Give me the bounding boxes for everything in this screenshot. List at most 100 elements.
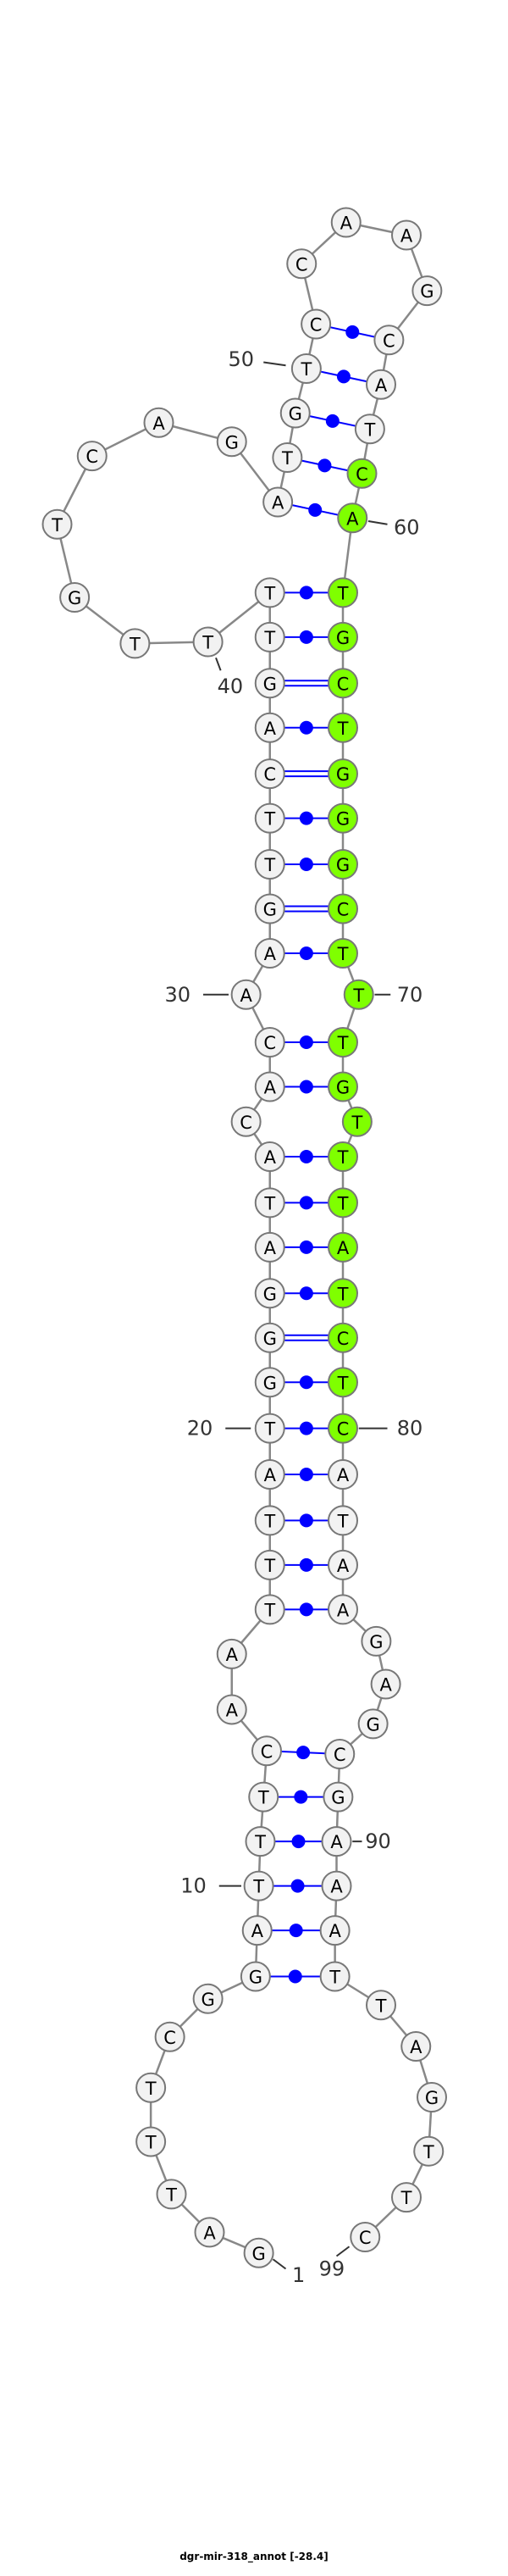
pair-dot	[299, 1375, 313, 1390]
nucleotide-node	[135, 2072, 167, 2103]
pair-dot	[299, 1240, 313, 1254]
nucleotide-node	[154, 2021, 185, 2052]
nucleotide-letter: C	[295, 254, 308, 275]
nucleotide-letter: C	[263, 764, 276, 785]
position-tick	[272, 2258, 287, 2270]
nucleotide-letter: G	[263, 1373, 277, 1393]
nucleotide-node	[254, 1141, 285, 1172]
pair-dot	[299, 811, 313, 825]
nucleotide-letter: T	[263, 809, 275, 830]
nucleotide-letter: G	[263, 1329, 277, 1349]
nucleotide-node	[76, 441, 108, 472]
nucleotide-node	[254, 849, 285, 880]
nucleotide-letter: T	[363, 419, 375, 440]
nucleotide-node	[254, 1322, 285, 1353]
nucleotide-letter: G	[336, 809, 350, 830]
nucleotide-letter: C	[359, 2228, 372, 2248]
pair-dot	[299, 1557, 313, 1572]
nucleotide-node	[216, 426, 247, 458]
nucleotide-node	[391, 2182, 422, 2213]
pair-dot	[289, 1924, 303, 1938]
nucleotide-node	[301, 308, 332, 340]
nucleotide-node	[337, 502, 368, 534]
nucleotide-node	[319, 1915, 351, 1946]
nucleotide-node	[324, 1739, 356, 1769]
nucleotide-letter: T	[202, 633, 213, 653]
position-tick	[263, 361, 286, 367]
pair-dot	[299, 1196, 313, 1210]
nucleotide-letter: G	[366, 1714, 379, 1735]
nucleotide-letter: C	[86, 447, 98, 467]
nucleotide-node	[328, 802, 358, 834]
nucleotide-letter: C	[337, 1419, 350, 1440]
nucleotide-node	[251, 1735, 282, 1767]
nucleotide-node	[254, 577, 285, 608]
nucleotide-node	[328, 1413, 358, 1444]
nucleotide-letter: G	[420, 281, 433, 302]
nucleotide-node	[328, 1278, 358, 1309]
nucleotide-node	[194, 2217, 225, 2248]
nucleotide-node	[323, 1781, 354, 1813]
nucleotide-letter: G	[289, 404, 302, 425]
nucleotide-node	[240, 1961, 271, 1992]
pair-dot	[336, 369, 351, 384]
nucleotide-letter: G	[425, 2088, 439, 2108]
nucleotide-letter: G	[263, 900, 277, 920]
pair-dot	[299, 1468, 313, 1481]
nucleotide-node	[245, 1826, 276, 1857]
position-label: 20	[187, 1417, 213, 1441]
nucleotide-node	[319, 1961, 351, 1992]
pair-dot	[291, 1835, 306, 1849]
nucleotide-letter: T	[400, 2188, 412, 2208]
nucleotide-node	[254, 1027, 285, 1058]
pair-dot	[299, 1513, 313, 1528]
nucleotide-letter: A	[264, 719, 277, 739]
nucleotide-node	[328, 621, 358, 652]
pair-dot	[299, 586, 313, 600]
nucleotide-letter: C	[310, 315, 323, 336]
nucleotide-letter: C	[240, 1113, 252, 1133]
nucleotide-node	[361, 1625, 392, 1657]
nucleotide-node	[346, 458, 378, 489]
nucleotide-letter: G	[369, 1632, 383, 1652]
position-label: 90	[365, 1829, 391, 1853]
nucleotide-node	[254, 1367, 285, 1398]
nucleotide-node	[370, 1668, 401, 1700]
pair-dot	[299, 1421, 313, 1435]
nucleotide-node	[330, 207, 362, 238]
nucleotide-letter: T	[337, 1193, 349, 1213]
nucleotide-node	[192, 1983, 224, 2014]
nucleotide-letter: A	[251, 1921, 264, 1941]
position-tick	[335, 2246, 351, 2257]
nucleotide-letter: C	[337, 674, 350, 694]
nucleotide-letter: C	[337, 1329, 350, 1349]
nucleotide-node	[143, 407, 174, 438]
nucleotide-letter: A	[226, 1645, 239, 1665]
nucleotide-letter: A	[240, 985, 252, 1006]
pair-dot	[288, 1969, 302, 1984]
nucleotide-letter: A	[337, 1465, 350, 1485]
nucleotide-letter: A	[226, 1701, 239, 1721]
nucleotide-node	[248, 1781, 279, 1813]
nucleotide-node	[328, 1187, 358, 1219]
nucleotide-node	[328, 1071, 358, 1102]
nucleotide-node	[254, 712, 285, 743]
nucleotide-node	[254, 1413, 285, 1444]
position-label: 10	[180, 1874, 207, 1898]
nucleotide-letter: T	[252, 1877, 264, 1897]
nucleotide-node	[254, 1278, 285, 1309]
nucleotide-letter: T	[337, 1511, 349, 1531]
position-label: 99	[319, 2257, 345, 2281]
nucleotide-letter: C	[337, 900, 350, 920]
pair-dot	[299, 1080, 313, 1094]
nucleotide-letter: G	[263, 674, 277, 694]
nucleotide-letter: A	[337, 1238, 350, 1258]
pair-dot	[299, 720, 313, 735]
nucleotide-node	[119, 628, 151, 659]
nucleotide-letter: C	[263, 1033, 276, 1053]
nucleotide-node	[411, 275, 443, 307]
nucleotide-node	[354, 414, 385, 445]
nucleotide-letter: T	[337, 1033, 349, 1053]
nucleotide-letter: A	[375, 375, 388, 396]
pair-dot	[299, 1286, 313, 1301]
